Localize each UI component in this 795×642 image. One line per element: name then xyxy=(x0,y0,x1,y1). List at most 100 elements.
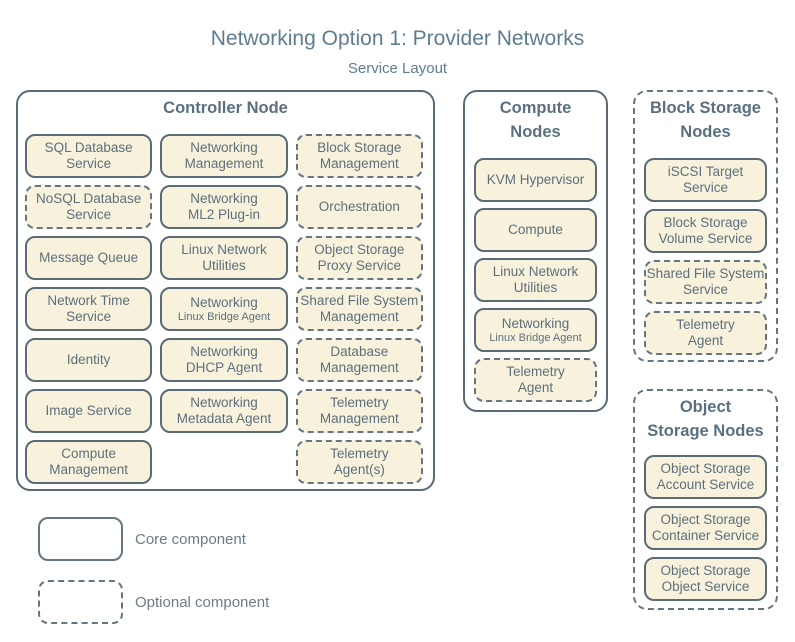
service-box-label: Telemetry xyxy=(506,363,565,379)
service-box-label: DHCP Agent xyxy=(185,360,263,375)
service-box-label: Compute xyxy=(508,221,563,237)
service-box-label: Shared File System xyxy=(300,292,419,308)
service-box-label: Block Storage xyxy=(317,139,402,155)
service-box-label: Agent(s) xyxy=(333,462,385,477)
service-box-label: Network Time xyxy=(47,292,130,308)
service-box-label: Metadata Agent xyxy=(176,411,272,426)
service-box: Orchestration xyxy=(295,185,423,229)
service-box-label: Telemetry xyxy=(330,445,389,461)
service-box-label: Message Queue xyxy=(39,249,139,265)
service-box-label: Shared File System xyxy=(646,265,765,281)
legend-item-core: Core component xyxy=(38,517,269,561)
service-box: KVM Hypervisor xyxy=(474,158,597,202)
service-box-label: Management xyxy=(49,462,129,477)
service-box-label: Object Storage xyxy=(660,562,751,578)
service-box-label: Agent xyxy=(687,333,724,348)
service-box-label: KVM Hypervisor xyxy=(486,171,585,187)
service-box-label: Linux Network xyxy=(181,241,267,257)
service-box-label: Networking xyxy=(190,190,258,206)
optional-component-swatch xyxy=(38,580,123,624)
block-storage-nodes-title: Block Storage Nodes xyxy=(650,99,761,141)
service-box: Compute xyxy=(474,208,597,252)
compute-nodes-title: Compute Nodes xyxy=(499,99,572,141)
diagram-subtitle: Service Layout xyxy=(347,60,448,77)
service-box-label: Service xyxy=(66,309,112,324)
core-component-swatch xyxy=(38,517,123,561)
service-box-label: Management xyxy=(184,156,264,171)
optional-component-label: Optional component xyxy=(135,593,270,611)
diagram-title: Networking Option 1: Provider Networks xyxy=(210,27,585,50)
controller-node-title: Controller Node xyxy=(163,99,288,117)
object-storage-nodes-title: Object Storage Nodes xyxy=(647,398,764,440)
service-box-label: Telemetry xyxy=(330,394,389,410)
service-box-label: Object Storage xyxy=(314,241,405,257)
service-box-label: iSCSI Target xyxy=(667,163,744,179)
legend: Core component Optional component xyxy=(38,517,269,624)
service-box-label: Block Storage xyxy=(663,214,748,230)
service-box-label: Linux Network xyxy=(492,263,579,279)
service-box-label: Management xyxy=(319,309,399,324)
service-box-label: Object Storage xyxy=(660,460,751,476)
service-box-label: Database xyxy=(330,343,389,359)
service-box-label: Networking xyxy=(190,294,258,310)
service-box-label: Management xyxy=(319,360,399,375)
service-box-sublabel: Linux Bridge Agent xyxy=(177,310,271,323)
core-component-label: Core component xyxy=(135,530,246,548)
service-box-label: Management xyxy=(319,156,399,171)
service-box-label: NoSQL Database xyxy=(36,190,142,206)
service-box-label: Telemetry xyxy=(676,316,735,332)
service-box-label: Identity xyxy=(66,351,111,367)
service-box-label: Service xyxy=(66,207,112,222)
service-box-label: Service xyxy=(682,180,728,195)
service-box-label: Networking xyxy=(190,343,258,359)
service-box-label: Service xyxy=(66,156,112,171)
service-box-label: Proxy Service xyxy=(317,258,401,273)
service-box-label: SQL Database xyxy=(44,139,133,155)
service-box-label: Networking xyxy=(501,315,570,331)
service-box-label: Image Service xyxy=(45,402,132,418)
service-box: Identity xyxy=(25,338,153,382)
service-box-label: Agent xyxy=(517,380,554,395)
service-box-label: Container Service xyxy=(651,528,760,543)
service-box-label: Utilities xyxy=(202,258,246,273)
service-box-label: Compute xyxy=(61,445,117,461)
service-box-label: Orchestration xyxy=(318,198,400,214)
service-box-label: Networking xyxy=(190,139,258,155)
service-box-label: Account Service xyxy=(656,477,755,492)
service-box-label: Object Service xyxy=(661,579,750,594)
service-box-label: ML2 Plug-in xyxy=(187,207,261,222)
service-box: Image Service xyxy=(25,389,153,433)
service-box-label: Service xyxy=(682,282,728,297)
